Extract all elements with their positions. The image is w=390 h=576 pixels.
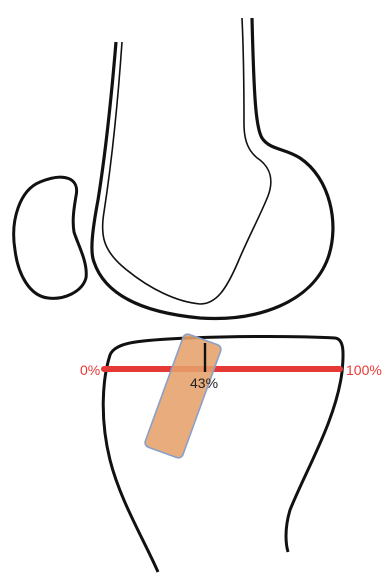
patella-outline — [14, 177, 87, 298]
graft-tunnel — [144, 333, 223, 459]
label-0-percent: 0% — [80, 362, 100, 378]
label-position-percent: 43% — [190, 375, 218, 391]
label-100-percent: 100% — [346, 362, 382, 378]
femur-outline — [92, 18, 333, 319]
femur-inner-outline — [103, 18, 271, 304]
